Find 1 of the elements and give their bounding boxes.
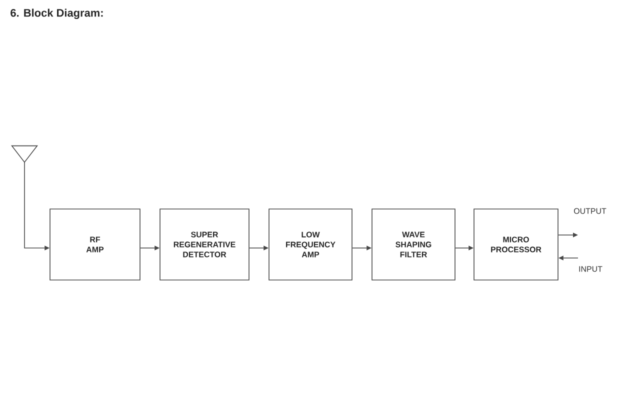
- heading: 6. Block Diagram:: [10, 8, 103, 19]
